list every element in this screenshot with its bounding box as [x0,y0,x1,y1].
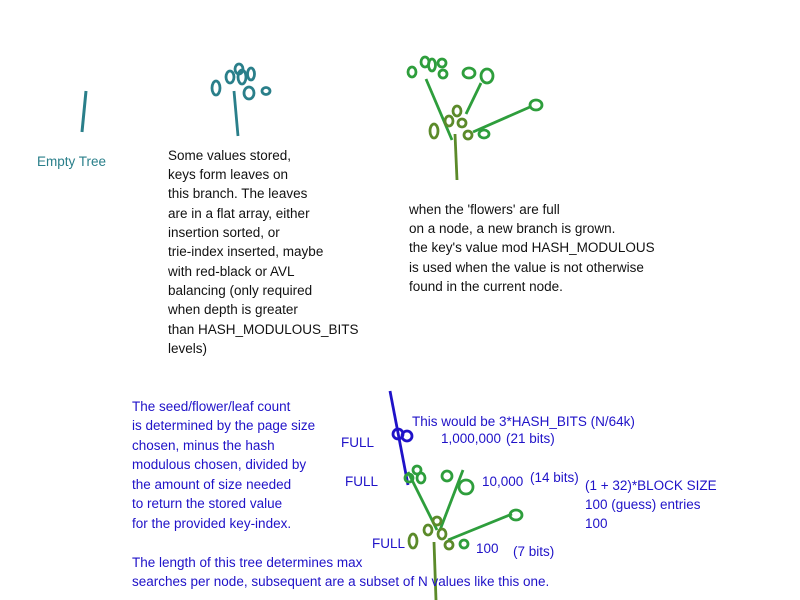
bottom-full-label: FULL [372,536,406,551]
branch [424,78,454,141]
entries-value-label: 100 [585,516,608,531]
block-size-label: (1 + 32)*BLOCK SIZE [585,478,717,493]
leaf [210,79,222,97]
flower [436,527,448,541]
flower [443,539,455,551]
flower [427,57,437,73]
text-line: trie-index inserted, maybe [168,244,324,259]
top-bits-label: (21 bits) [506,431,555,446]
leaf [242,85,256,101]
text-line: are in a flat array, either [168,206,310,221]
text-line: insertion sorted, or [168,225,280,240]
flower [508,508,524,522]
flower [528,98,544,112]
top-node-flower [400,429,414,443]
flower [462,129,474,141]
bottom-count-label: 100 [476,541,499,556]
text-line: the amount of size needed [132,477,292,492]
flower [403,472,415,484]
flower [457,478,475,496]
top-count-label: 1,000,000 [441,431,502,446]
text-line: levels) [168,341,208,356]
flower [406,65,418,79]
branch [438,469,465,531]
text-line: when the 'flowers' are full [409,202,560,217]
flower [451,104,463,118]
text-line: to return the stored value [132,496,283,511]
mid-full-label: FULL [345,474,379,489]
flower [428,122,440,140]
leaf-tree-branch [232,90,240,137]
full-tree [388,390,524,600]
leaf [246,66,256,82]
text-line: when depth is greater [168,302,298,317]
flower [407,532,419,550]
mid-bits-label: (14 bits) [530,470,579,485]
text-line: The seed/flower/leaf count [132,399,291,414]
text-line: with red-black or AVL [168,264,295,279]
flower [461,66,477,80]
empty-tree-label: Empty Tree [37,154,107,169]
flower [443,114,455,128]
branch [472,105,531,134]
text-line: chosen, minus the hash [132,438,275,453]
text-line: The length of this tree determines max [132,555,363,570]
flower [456,117,468,129]
text-line: the key's value mod HASH_MODULOUS [409,240,655,255]
empty-tree-branch [80,90,88,133]
leaf [236,68,248,86]
text-line: found in the current node. [409,279,563,294]
flower-tree [406,55,544,181]
text-line: modulous chosen, divided by [132,457,307,472]
entries-guess-label: 100 (guess) entries [585,497,701,512]
bottom-bits-label: (7 bits) [513,544,555,559]
text-line: for the provided key-index. [132,516,292,531]
hash-bits-note: This would be 3*HASH_BITS (N/64k) [412,414,635,429]
text-line: than HASH_MODULOUS_BITS [168,322,359,337]
text-line: is used when the value is not otherwise [409,260,644,275]
leaf [260,86,272,96]
flower [440,469,454,483]
flower [436,57,448,69]
text-line: this branch. The leaves [168,186,308,201]
flower [479,67,495,85]
flower [437,68,449,80]
mid-count-label: 10,000 [482,474,524,489]
flower-tree-trunk [453,133,459,181]
flower [415,471,427,485]
branch [447,512,513,542]
flower [422,523,434,537]
flower [431,515,443,527]
flower [477,128,491,140]
text-line: balancing (only required [168,283,313,298]
text-line: on a node, a new branch is grown. [409,221,616,236]
top-full-label: FULL [341,435,375,450]
text-line: Some values stored, [168,148,292,163]
bottom-trunk [432,541,438,600]
leaf [224,69,236,85]
text-line: searches per node, subsequent are a subs… [132,574,550,589]
flower [458,538,470,550]
text-line: keys form leaves on [168,167,289,182]
text-line: is determined by the page size [132,418,316,433]
branch [464,82,483,115]
leaf-tree [210,62,272,137]
